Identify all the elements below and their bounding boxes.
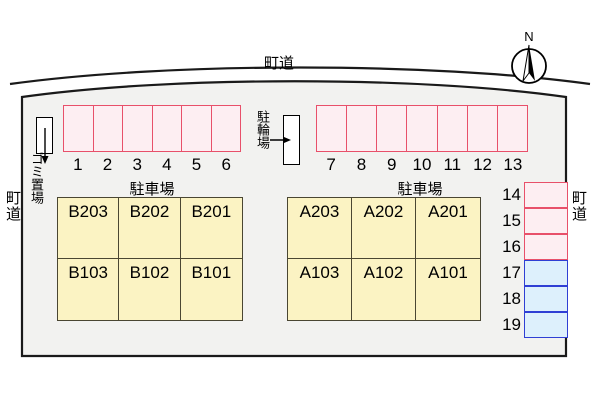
parking-number-11: 11 xyxy=(443,155,462,174)
parking-number-15: 15 xyxy=(502,211,521,230)
parking-number-4: 4 xyxy=(162,155,172,174)
parking-space-11[interactable] xyxy=(438,106,468,151)
unit-A201[interactable]: A201 xyxy=(416,198,480,259)
unit-B101[interactable]: B101 xyxy=(191,263,232,282)
parking-space-14[interactable] xyxy=(524,182,568,208)
parking-space-3[interactable] xyxy=(123,106,153,151)
parking-column-right[interactable] xyxy=(524,182,568,338)
unit-B201[interactable]: B201 xyxy=(180,198,242,259)
trash-area-label: ゴミ置場 xyxy=(29,152,44,204)
unit-A202[interactable]: A202 xyxy=(352,198,416,259)
parking-number-7: 7 xyxy=(326,155,336,174)
down-arrow-icon xyxy=(41,128,49,164)
parking-caption-right: 駐車場 xyxy=(397,181,443,198)
unit-B102[interactable]: B102 xyxy=(119,259,181,320)
parking-space-4[interactable] xyxy=(153,106,182,151)
parking-number-1: 1 xyxy=(73,155,83,174)
unit-A203[interactable]: A203 xyxy=(288,198,352,259)
parking-number-13: 13 xyxy=(503,155,523,174)
compass-north-label: N xyxy=(524,29,533,44)
parking-row-right[interactable] xyxy=(316,105,528,152)
road-label-top: 町道 xyxy=(264,55,295,72)
parking-number-16: 16 xyxy=(502,237,521,256)
parking-number-19: 19 xyxy=(502,315,521,334)
parking-number-14: 14 xyxy=(502,185,521,204)
road-label-right: 町道 xyxy=(570,190,587,222)
unit-A103[interactable]: A103 xyxy=(288,259,352,320)
parking-caption-left: 駐車場 xyxy=(129,181,175,198)
unit-B202[interactable]: B202 xyxy=(119,198,181,259)
parking-number-5: 5 xyxy=(191,155,202,174)
unit-A101[interactable]: A101 xyxy=(428,263,468,282)
parking-space-19[interactable] xyxy=(524,312,568,338)
parking-space-5[interactable] xyxy=(182,106,212,151)
parking-number-3: 3 xyxy=(132,155,142,174)
parking-row-left[interactable] xyxy=(63,105,241,152)
road-label-left: 町道 xyxy=(4,190,21,222)
bicycle-parking-label: 駐輪場 xyxy=(255,110,270,149)
parking-space-16[interactable] xyxy=(524,234,568,260)
parking-space-10[interactable] xyxy=(407,106,438,151)
parking-number-2: 2 xyxy=(102,155,113,174)
parking-number-12: 12 xyxy=(473,155,492,174)
parking-number-18: 18 xyxy=(502,289,521,308)
parking-number-10: 10 xyxy=(412,155,432,174)
parking-space-9[interactable] xyxy=(377,106,408,151)
parking-number-8: 8 xyxy=(356,155,367,174)
parking-space-1[interactable] xyxy=(64,106,94,151)
parking-space-17[interactable] xyxy=(524,260,568,286)
unit-B103[interactable]: B103 xyxy=(58,259,120,320)
parking-space-18[interactable] xyxy=(524,286,568,312)
parking-space-2[interactable] xyxy=(94,106,123,151)
unit-A102[interactable]: A102 xyxy=(352,259,416,320)
compass-rose: N xyxy=(511,29,547,84)
parking-space-6[interactable] xyxy=(212,106,241,151)
unit-B203[interactable]: B203 xyxy=(58,198,120,259)
parking-number-17: 17 xyxy=(502,263,521,282)
parking-space-13[interactable] xyxy=(498,106,527,151)
parking-space-12[interactable] xyxy=(468,106,498,151)
parking-number-9: 9 xyxy=(386,155,397,174)
parking-space-15[interactable] xyxy=(524,208,568,234)
parking-number-6: 6 xyxy=(221,155,231,174)
parking-space-7[interactable] xyxy=(317,106,348,151)
right-arrow-icon xyxy=(270,137,291,143)
parking-space-8[interactable] xyxy=(347,106,378,151)
